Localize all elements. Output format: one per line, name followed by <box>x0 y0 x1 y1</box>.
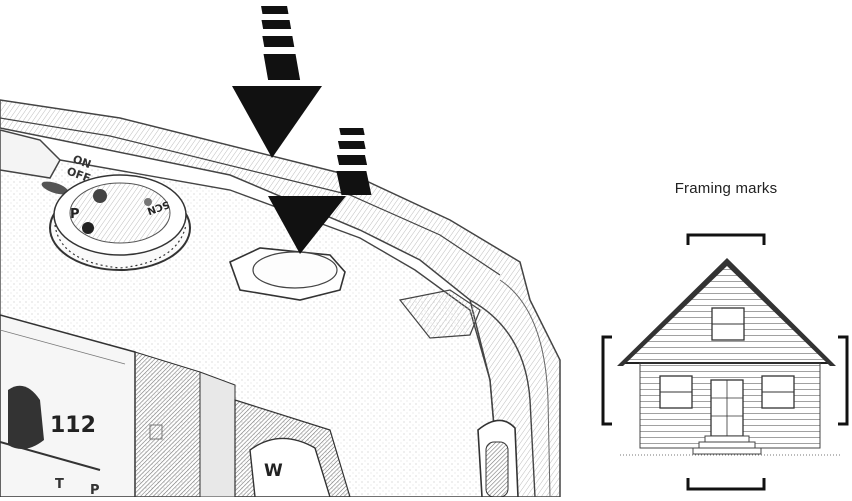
framing-mark-right <box>838 337 847 424</box>
lcd-number: 112 <box>50 413 96 438</box>
press-arrow-upper <box>232 6 322 158</box>
zoom-w-label: W <box>264 461 283 481</box>
framing-mark-top <box>688 235 764 245</box>
mode-dial[interactable] <box>50 175 190 270</box>
camera-panel-side <box>200 372 235 497</box>
lcd-letter-p: P <box>90 483 100 497</box>
framing-mark-left <box>603 337 612 424</box>
dial-mode-p: P <box>70 207 80 222</box>
framing-marks-label: Framing marks <box>666 180 786 197</box>
framing-mark-bottom <box>688 478 764 489</box>
house-diagram <box>603 235 847 489</box>
camera-panel-strip <box>135 352 200 497</box>
lcd-letter-t: T <box>55 477 64 492</box>
strap-loop <box>478 420 518 497</box>
